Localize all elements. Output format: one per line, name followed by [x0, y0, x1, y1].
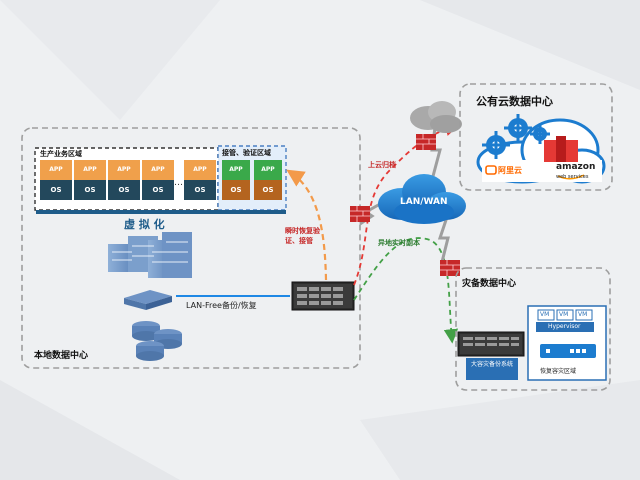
dr-system-label-box: [466, 358, 518, 380]
local-backup-server: [291, 281, 355, 311]
os-tile: OS: [74, 180, 106, 200]
app-tile: APP: [222, 160, 250, 180]
app-tile: APP: [74, 160, 106, 180]
os-tile: OS: [254, 180, 282, 200]
hypervisor-bar: [536, 322, 594, 332]
app-tile: APP: [40, 160, 72, 180]
app-tile: APP: [108, 160, 140, 180]
app-tile: APP: [254, 160, 282, 180]
instant-recovery-label: 瞬时恢复验证、接管: [285, 227, 320, 245]
vm-block-3: APP OS: [108, 160, 140, 200]
vm-block-5: APP OS: [184, 160, 216, 200]
public-cloud-graphic: [476, 114, 606, 184]
virtualization-label: 虚 拟 化: [124, 218, 165, 231]
os-tile: OS: [222, 180, 250, 200]
lan-wan-label: LAN/WAN: [400, 197, 448, 207]
vm-block-takeover-2: APP OS: [254, 160, 282, 200]
aws-icon: [544, 136, 578, 162]
amazon-sub-label: web services: [556, 174, 589, 180]
dr-server: [457, 331, 525, 357]
public-cloud-title: 公有云数据中心: [476, 95, 553, 108]
lan-free-label: LAN-Free备份/恢复: [186, 301, 257, 310]
local-dc-box: [21, 127, 361, 369]
os-tile: OS: [40, 180, 72, 200]
os-tile: OS: [142, 180, 174, 200]
vm-label-1: VM: [540, 311, 550, 318]
aliyun-logo: [485, 165, 497, 175]
amazon-smile: [557, 174, 585, 180]
vm-ellipsis: ……: [174, 178, 192, 188]
lan-wan-cloud: [378, 174, 466, 224]
os-tile: OS: [108, 180, 140, 200]
firewall-left: [350, 206, 370, 222]
vm-block-takeover-1: APP OS: [222, 160, 250, 200]
firewall-top: [416, 134, 436, 150]
vm-block-1: APP OS: [40, 160, 72, 200]
dr-zone-label: 恢复容灾区域: [540, 368, 577, 375]
vm-label-2: VM: [559, 311, 569, 318]
dr-system-label: 大容灾备份系统: [470, 361, 513, 368]
dr-server-small: [540, 344, 596, 358]
async-replica-label: 异地实时副本: [378, 239, 420, 247]
cloud-archive-label: 上云归档: [368, 161, 396, 169]
vm-row: [537, 309, 593, 321]
public-cloud-box: [459, 83, 613, 191]
local-dc-title: 本地数据中心: [34, 351, 89, 361]
production-zone-label: 生产业务区域: [40, 150, 82, 158]
app-tile: APP: [142, 160, 174, 180]
vm-block-4: APP OS: [142, 160, 174, 200]
storage-disks: [132, 321, 182, 361]
server-buildings: [108, 232, 192, 278]
internet-cloud: [410, 101, 462, 133]
takeover-zone-label: 接管、验证区域: [222, 149, 271, 157]
amazon-label: amazon: [556, 162, 596, 172]
network-switch: [124, 290, 172, 310]
aliyun-label: 阿里云: [498, 166, 522, 175]
dr-dc-title: 灾备数据中心: [462, 279, 517, 289]
app-tile: APP: [184, 160, 216, 180]
firewall-right: [440, 260, 460, 276]
vm-label-3: VM: [578, 311, 588, 318]
dr-dc-box: [455, 267, 611, 391]
vm-block-2: APP OS: [74, 160, 106, 200]
os-tile: OS: [184, 180, 216, 200]
hypervisor-label: Hypervisor: [548, 323, 581, 330]
virtualization-bar: [36, 210, 286, 214]
